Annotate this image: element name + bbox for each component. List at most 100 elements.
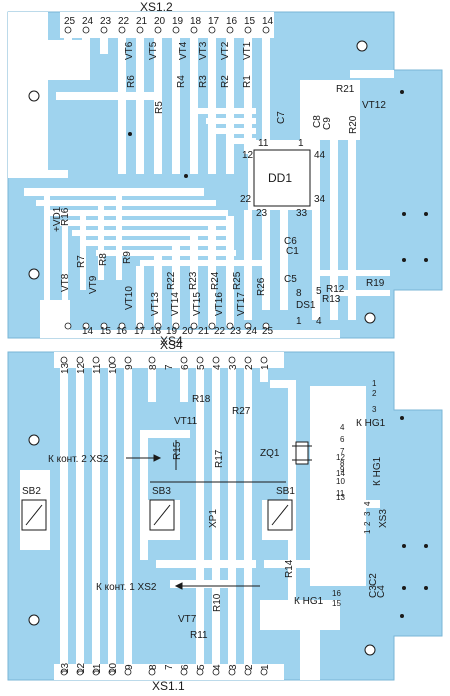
- dd1-pin-label: 33: [296, 208, 308, 219]
- pin-label: 11: [92, 663, 103, 674]
- r3-label: R3: [198, 75, 209, 88]
- vt9-label: VT9: [88, 275, 99, 294]
- pin-label: 3: [228, 364, 239, 370]
- dd1-pin-label: 1: [298, 138, 304, 149]
- switches: [21, 499, 293, 531]
- pin-label: 2: [244, 364, 255, 370]
- pin-label: 14: [82, 326, 94, 337]
- r18-label: R18: [192, 394, 211, 405]
- connector-xs4-label: XS4: [160, 334, 183, 348]
- pin-label: 15: [244, 16, 256, 27]
- arrows: [126, 440, 286, 590]
- pin-label: 19: [172, 16, 184, 27]
- r16-label: R16: [60, 207, 71, 226]
- r14-label: R14: [284, 559, 295, 578]
- pin-label: 3: [228, 664, 239, 670]
- dd1-body: [253, 149, 311, 207]
- pin-label: 24: [246, 326, 258, 337]
- vt5-label: VT5: [148, 41, 159, 60]
- pin-label: 6: [180, 364, 191, 370]
- r13-label: R13: [322, 294, 341, 305]
- pin-label: 21: [136, 16, 148, 27]
- xs3-pin: 2: [363, 521, 372, 526]
- dd1-label: DD1: [268, 171, 292, 185]
- r7-label: R7: [76, 255, 87, 268]
- sb3-label: SB3: [152, 486, 171, 497]
- r6-label: R6: [126, 75, 137, 88]
- vt11-label: VT11: [174, 416, 198, 427]
- pin-label: 18: [190, 16, 202, 27]
- hg1-pin: 10: [336, 477, 345, 486]
- hg1-label-c: К HG1: [294, 596, 324, 607]
- pin-label: 24: [82, 16, 94, 27]
- pin-label: 11: [92, 363, 103, 374]
- pin-label: 8: [148, 364, 159, 370]
- bottom-pads: [60, 356, 268, 676]
- pin-label: 9: [124, 364, 135, 370]
- hg1-pin: 8: [340, 459, 345, 468]
- r8-label: R8: [98, 253, 109, 266]
- c1-label: C1: [286, 246, 299, 257]
- pin-label: 22: [214, 326, 226, 337]
- r26-label: R26: [256, 277, 267, 296]
- dd1-pin-label: 12: [242, 150, 254, 161]
- pin-label: 23: [100, 16, 112, 27]
- hg1-label-a: К HG1: [356, 418, 386, 429]
- hg1-pin: 11: [336, 489, 345, 498]
- pin-label: 4: [212, 364, 223, 370]
- pin-label: 12: [76, 362, 87, 374]
- bottom-board-outline: [7, 351, 443, 681]
- pin-label: 1: [260, 664, 271, 670]
- pin-label: 7: [164, 364, 175, 370]
- top-board: XS1.2 XS4 25 24 23 22 21 20 19 18 17 16 …: [7, 0, 443, 352]
- vt12-label: VT12: [362, 100, 386, 111]
- pin-label: 7: [164, 664, 175, 670]
- pin-label: 20: [182, 326, 194, 337]
- bottom-small-holes: [400, 416, 428, 618]
- pin-5-label: 5: [316, 286, 322, 297]
- pin-label: 4: [212, 664, 223, 670]
- pin-label: 16: [226, 16, 238, 27]
- pin-label: 14: [262, 16, 274, 27]
- vt10-label: VT10: [124, 286, 135, 310]
- hg1-pin: 15: [332, 599, 341, 608]
- pin-8-label: 8: [296, 288, 302, 299]
- pin-label: 2: [244, 664, 255, 670]
- vt3-label: VT3: [198, 41, 209, 60]
- hg1-pin: 3: [372, 405, 377, 414]
- vt6-label: VT6: [124, 41, 135, 60]
- pin-label: 13: [60, 362, 71, 374]
- cont1-label: К конт. 1 XS2: [96, 582, 157, 593]
- vt13-label: VT13: [150, 292, 161, 316]
- r24-label: R24: [210, 271, 221, 290]
- pin-label: 13: [60, 662, 71, 674]
- pin-label: 17: [208, 16, 220, 27]
- vt14-label: VT14: [170, 292, 181, 316]
- pin-label: 15: [100, 326, 112, 337]
- pin-label: 9: [124, 664, 135, 670]
- cont2-label: К конт. 2 XS2: [48, 454, 109, 465]
- c6-label: C6: [284, 236, 297, 247]
- r21-label: R21: [336, 84, 355, 95]
- bottom-mounting-holes: [28, 434, 376, 656]
- r22-label: R22: [166, 271, 177, 290]
- bottom-board: XS4 XS1.1 13 12 11 10 9 8 7 6 5 4 3 2 1 …: [7, 334, 443, 693]
- r9-label: R9: [122, 251, 133, 264]
- vt7-label: VT7: [178, 614, 197, 625]
- xs3-pin: 4: [363, 501, 372, 506]
- c5-label: C5: [284, 274, 297, 285]
- hg1-pin: 2: [372, 389, 377, 398]
- connector-xs4-label-top: XS4: [160, 338, 183, 352]
- c4-label: C4: [376, 585, 387, 598]
- pin-label: 20: [154, 16, 166, 27]
- xp1-label: XP1: [208, 509, 219, 528]
- top-mounting-holes: [28, 40, 376, 324]
- r11-label: R11: [190, 630, 208, 641]
- r5-label: R5: [154, 101, 165, 114]
- connector-xs1-2-label: XS1.2: [140, 0, 173, 14]
- pin-4-label: 4: [316, 316, 322, 327]
- r27-label: R27: [232, 406, 251, 417]
- pin-label: 22: [118, 16, 130, 27]
